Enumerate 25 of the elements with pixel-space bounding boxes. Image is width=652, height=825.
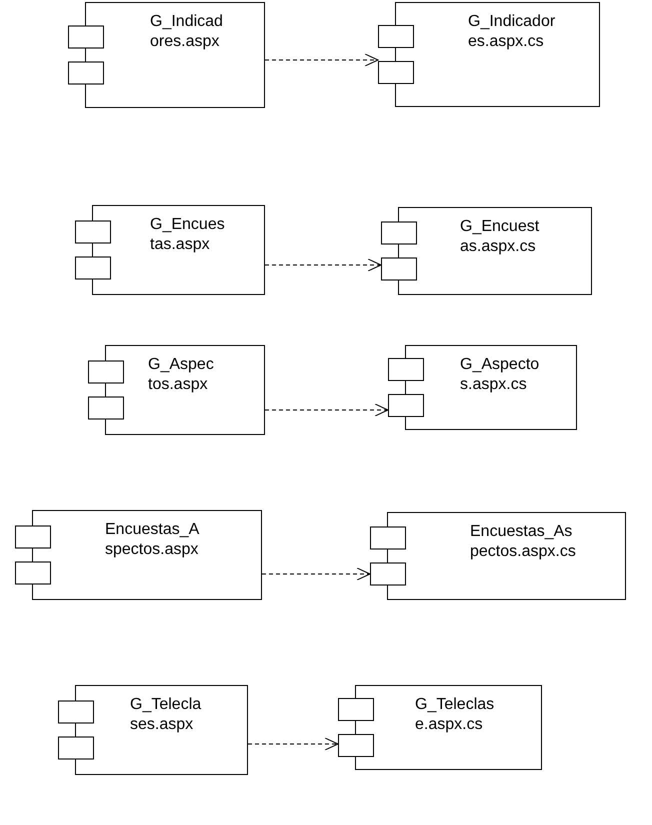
component-symbol (370, 512, 626, 600)
dependency-arrow (264, 54, 378, 66)
component-name: G_Encuest as.aspx.cs (460, 217, 540, 257)
dependency-arrow (248, 738, 338, 750)
component-name: G_Indicador es.aspx.cs (468, 12, 556, 52)
component-name: G_Indicad ores.aspx (150, 12, 223, 52)
component-name: G_Aspec tos.aspx (148, 355, 214, 395)
component-symbol (58, 685, 248, 775)
component-symbol (338, 685, 542, 770)
component-name: G_Teleclas e.aspx.cs (415, 695, 494, 735)
component-symbol (75, 205, 265, 295)
dependency-arrow (264, 258, 382, 272)
component-symbol (381, 207, 592, 295)
component-symbol (15, 510, 262, 600)
component-name: G_Aspecto s.aspx.cs (460, 355, 540, 395)
component-name: Encuestas_A spectos.aspx (105, 520, 198, 560)
component-name: G_Telecla ses.aspx (130, 695, 202, 735)
dependency-arrow (262, 568, 370, 580)
component-name: Encuestas_As pectos.aspx.cs (470, 522, 576, 562)
dependency-arrow (264, 404, 388, 416)
component-symbol (388, 345, 577, 430)
component-name: G_Encues tas.aspx (150, 215, 225, 255)
component-symbol (88, 345, 265, 435)
component-symbol (68, 2, 265, 108)
component-symbol (378, 2, 600, 107)
